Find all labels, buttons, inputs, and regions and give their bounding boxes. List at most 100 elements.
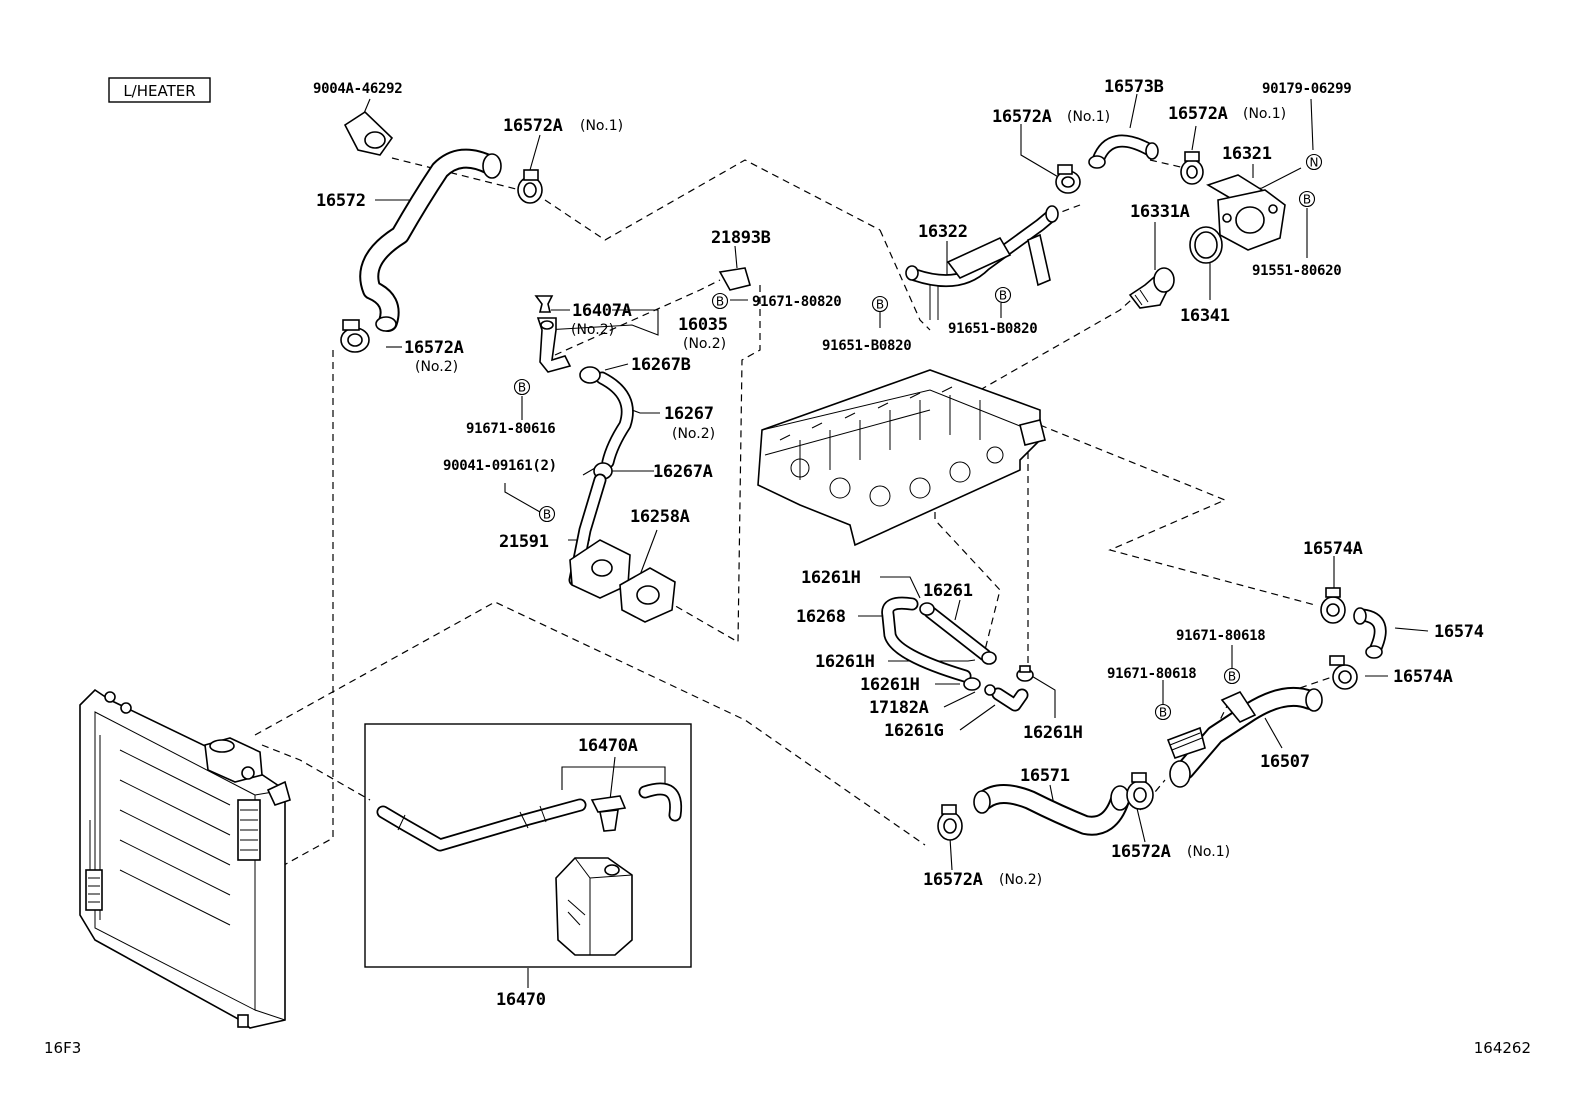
mark-b-91651-b0820-b: B bbox=[994, 286, 1012, 304]
label-91551-80620: 91551-80620 bbox=[1252, 263, 1341, 279]
label-91651-b0820-b: 91651-B0820 bbox=[822, 338, 911, 354]
label-91671-80616: 91671-80616 bbox=[466, 421, 555, 437]
mark-n-90179-06299: N bbox=[1305, 153, 1323, 171]
mark-b-91671-80618-b: B bbox=[1154, 703, 1172, 721]
label-16261h-b: 16261H bbox=[815, 652, 875, 672]
mark-symbols: B B B B B N B B B bbox=[513, 153, 1323, 721]
label-16261h-c: 16261H bbox=[860, 675, 920, 695]
svg-text:B: B bbox=[543, 508, 551, 522]
part-labels: 9004A-46292 16572A (No.1) 16572 16572A (… bbox=[313, 77, 1484, 1010]
label-91671-80820: 91671-80820 bbox=[752, 294, 841, 310]
label-91671-80618-a: 91671-80618 bbox=[1176, 628, 1265, 644]
label-9004a-46292: 9004A-46292 bbox=[313, 81, 402, 97]
mark-b-91671-80618-a: B bbox=[1223, 667, 1241, 685]
heater-tag-text: L/HEATER bbox=[123, 82, 195, 100]
hose-clamp-16572a-top bbox=[517, 169, 543, 204]
hose-16574 bbox=[1353, 607, 1387, 659]
label-16258a: 16258A bbox=[630, 507, 690, 527]
lower-radiator-hose-16571 bbox=[973, 784, 1130, 836]
label-16267: 16267 bbox=[664, 404, 714, 424]
svg-text:B: B bbox=[1303, 193, 1311, 207]
hose-clamp-16572a-bottom-left bbox=[937, 804, 963, 841]
hose-clamp-16261h-d bbox=[1016, 665, 1034, 682]
hose-clamp-16572a-left bbox=[340, 319, 370, 353]
bleeder-plug-16407a bbox=[534, 295, 554, 313]
mark-b-91671-80616: B bbox=[513, 378, 531, 396]
label-16572a-mid-sub: (No.1) bbox=[1067, 109, 1110, 125]
label-16573b: 16573B bbox=[1104, 77, 1164, 97]
label-16321: 16321 bbox=[1222, 144, 1272, 164]
label-16407a-sub: (No.2) bbox=[571, 322, 614, 338]
footer-left-code: 16F3 bbox=[44, 1039, 81, 1057]
label-16572a-top: 16572A bbox=[503, 116, 563, 136]
label-16035: 16035 bbox=[678, 315, 728, 335]
svg-text:B: B bbox=[1228, 670, 1236, 684]
radiator bbox=[79, 688, 291, 1029]
label-16572a-right-sub: (No.1) bbox=[1243, 106, 1286, 122]
hose-clamp-16261h-c bbox=[963, 677, 981, 691]
label-16470: 16470 bbox=[496, 990, 546, 1010]
label-16035-sub: (No.2) bbox=[683, 336, 726, 352]
label-16572a-left: 16572A bbox=[404, 338, 464, 358]
label-16572a-bottom-right: 16572A bbox=[1111, 842, 1171, 862]
label-21591: 21591 bbox=[499, 532, 549, 552]
label-16261g: 16261G bbox=[884, 721, 944, 741]
svg-text:B: B bbox=[518, 381, 526, 395]
label-16261h-d: 16261H bbox=[1023, 723, 1083, 743]
label-16572a-top-sub: (No.1) bbox=[580, 118, 623, 134]
hose-clamp-16574a-bottom bbox=[1329, 655, 1358, 690]
label-16261: 16261 bbox=[923, 581, 973, 601]
label-16341: 16341 bbox=[1180, 306, 1230, 326]
gasket-16341 bbox=[1189, 226, 1223, 264]
svg-text:B: B bbox=[1159, 706, 1167, 720]
mark-b-21591: B bbox=[538, 505, 556, 523]
svg-text:N: N bbox=[1310, 156, 1319, 170]
hose-clamp-16574a-top bbox=[1320, 587, 1346, 624]
hose-16573b bbox=[1088, 134, 1159, 169]
svg-text:B: B bbox=[876, 298, 884, 312]
svg-text:B: B bbox=[716, 295, 724, 309]
mark-b-91651-b0820-a: B bbox=[871, 295, 889, 313]
label-16268: 16268 bbox=[796, 607, 846, 627]
label-91651-b0820-a: 91651-B0820 bbox=[948, 321, 1037, 337]
label-16322: 16322 bbox=[918, 222, 968, 242]
heater-tag: L/HEATER bbox=[108, 77, 211, 103]
thermostat-16331a bbox=[1128, 267, 1175, 309]
label-16572a-mid: 16572A bbox=[992, 107, 1052, 127]
label-16470a: 16470A bbox=[578, 736, 638, 756]
label-90041-09161: 90041-09161(2) bbox=[443, 458, 557, 474]
gasket-16258a bbox=[619, 567, 676, 623]
label-16572a-right: 16572A bbox=[1168, 104, 1228, 124]
upper-radiator-hose-16572 bbox=[359, 148, 502, 332]
label-90179-06299: 90179-06299 bbox=[1262, 81, 1351, 97]
label-16574a-top: 16574A bbox=[1303, 539, 1363, 559]
leader-lines bbox=[361, 93, 1429, 988]
hose-clamp-16572a-bottom-right bbox=[1126, 772, 1154, 810]
svg-text:B: B bbox=[999, 289, 1007, 303]
mark-b-91671-80820: B bbox=[711, 292, 729, 310]
label-16571: 16571 bbox=[1020, 766, 1070, 786]
water-inlet-16321 bbox=[1206, 174, 1286, 251]
hose-16268 bbox=[881, 596, 972, 683]
water-outlet-21591 bbox=[568, 473, 631, 599]
label-16572a-bottom-left: 16572A bbox=[923, 870, 983, 890]
reservoir-detail-box bbox=[364, 723, 692, 968]
label-16267a: 16267A bbox=[653, 462, 713, 482]
water-inlet-pipe-16507 bbox=[1166, 686, 1323, 788]
mark-b-91551-80620: B bbox=[1298, 190, 1316, 208]
footer-right-code: 164262 bbox=[1474, 1039, 1531, 1057]
bypass-pipe-16035 bbox=[536, 317, 572, 373]
label-16572: 16572 bbox=[316, 191, 366, 211]
label-16267-sub: (No.2) bbox=[672, 426, 715, 442]
label-16267b: 16267B bbox=[631, 355, 691, 375]
cylinder-head bbox=[757, 369, 1046, 547]
hose-16261g bbox=[984, 684, 1029, 712]
water-pipe-16322 bbox=[905, 205, 1059, 320]
label-16261h-a: 16261H bbox=[801, 568, 861, 588]
label-16574a-bottom: 16574A bbox=[1393, 667, 1453, 687]
label-16407a: 16407A bbox=[572, 301, 632, 321]
label-16331a: 16331A bbox=[1130, 202, 1190, 222]
bypass-hose-16267 bbox=[579, 366, 634, 480]
